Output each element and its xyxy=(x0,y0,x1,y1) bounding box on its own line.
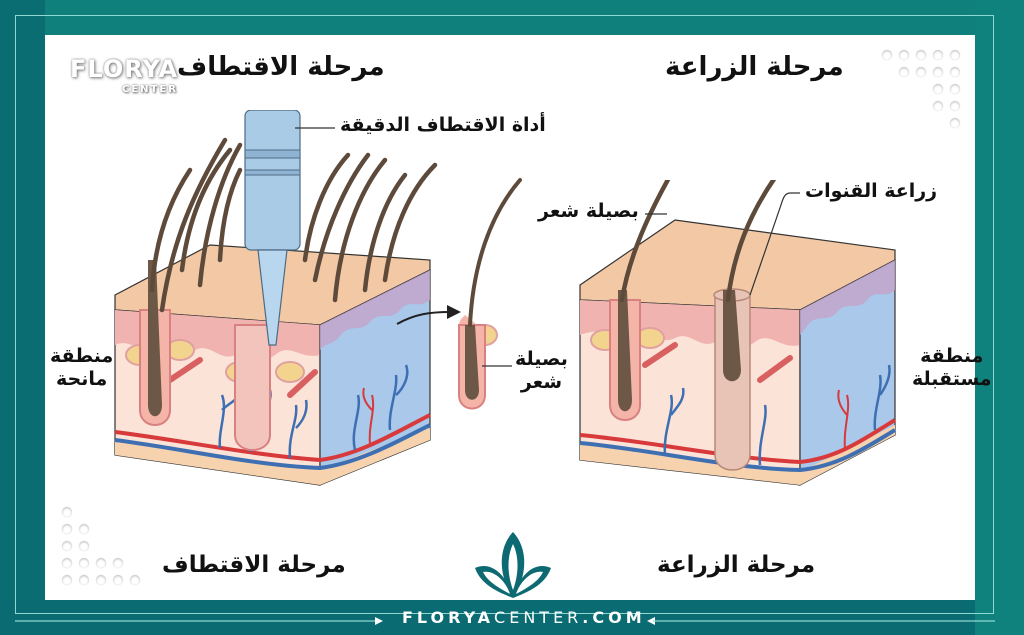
extracted-follicle-line2: شعر xyxy=(520,370,563,393)
extraction-stage-title: مرحلة الاقتطاف xyxy=(177,52,385,82)
recipient-area-label: منطقة مستقبلة xyxy=(912,345,992,391)
url-suffix: .COM xyxy=(582,608,646,627)
frame-outline xyxy=(15,15,994,614)
recipient-area-line2: مستقبلة xyxy=(912,367,992,390)
hair-follicle-label: بصيلة شعر xyxy=(538,200,639,222)
recipient-area-line1: منطقة xyxy=(920,345,984,367)
url-light-part: CENTER xyxy=(494,608,583,627)
frame-top xyxy=(0,0,1024,35)
leaf-lotus-icon xyxy=(475,532,551,598)
url-bold-part: FLORYA xyxy=(402,608,495,627)
dot-pattern-bottom-left xyxy=(60,505,150,585)
implantation-stage-title: مرحلة الزراعة xyxy=(665,52,844,82)
footer-line-right xyxy=(647,617,995,625)
tool-label-leader xyxy=(295,127,335,129)
extracted-follicle-line1: بصيلة xyxy=(515,348,568,370)
graft-transfer-arrow xyxy=(396,305,461,325)
extraction-stage-caption: مرحلة الاقتطاف xyxy=(162,552,346,578)
graft-label-leader xyxy=(482,365,512,367)
extracted-hair-graft xyxy=(458,178,522,410)
donor-area-line1: منطقة xyxy=(50,345,114,367)
dot-pattern-top-right xyxy=(880,48,960,128)
watermark-subtitle: CENTER xyxy=(122,84,178,95)
footer-line-left xyxy=(15,617,383,625)
website-url[interactable]: FLORYACENTER.COM xyxy=(402,608,642,627)
implantation-skin-diagram xyxy=(579,180,897,486)
frame-right xyxy=(975,0,1024,635)
frame-left xyxy=(0,0,45,635)
frame-bottom xyxy=(0,600,1024,635)
extraction-tool-label: أداة الاقتطاف الدقيقة xyxy=(340,114,546,136)
implantation-stage-caption: مرحلة الزراعة xyxy=(657,552,816,578)
extracted-follicle-label: بصيلة شعر xyxy=(515,348,568,394)
follicle-label-leader xyxy=(645,213,667,215)
extraction-tool xyxy=(244,110,301,346)
channel-implant-label: زراعة القنوات xyxy=(805,180,938,202)
extraction-skin-diagram xyxy=(114,110,438,486)
donor-area-label: منطقة مانحة xyxy=(50,345,113,391)
donor-area-line2: مانحة xyxy=(55,367,108,390)
watermark-logo: FLORYA xyxy=(70,55,179,83)
channels-label-leader xyxy=(749,192,800,296)
